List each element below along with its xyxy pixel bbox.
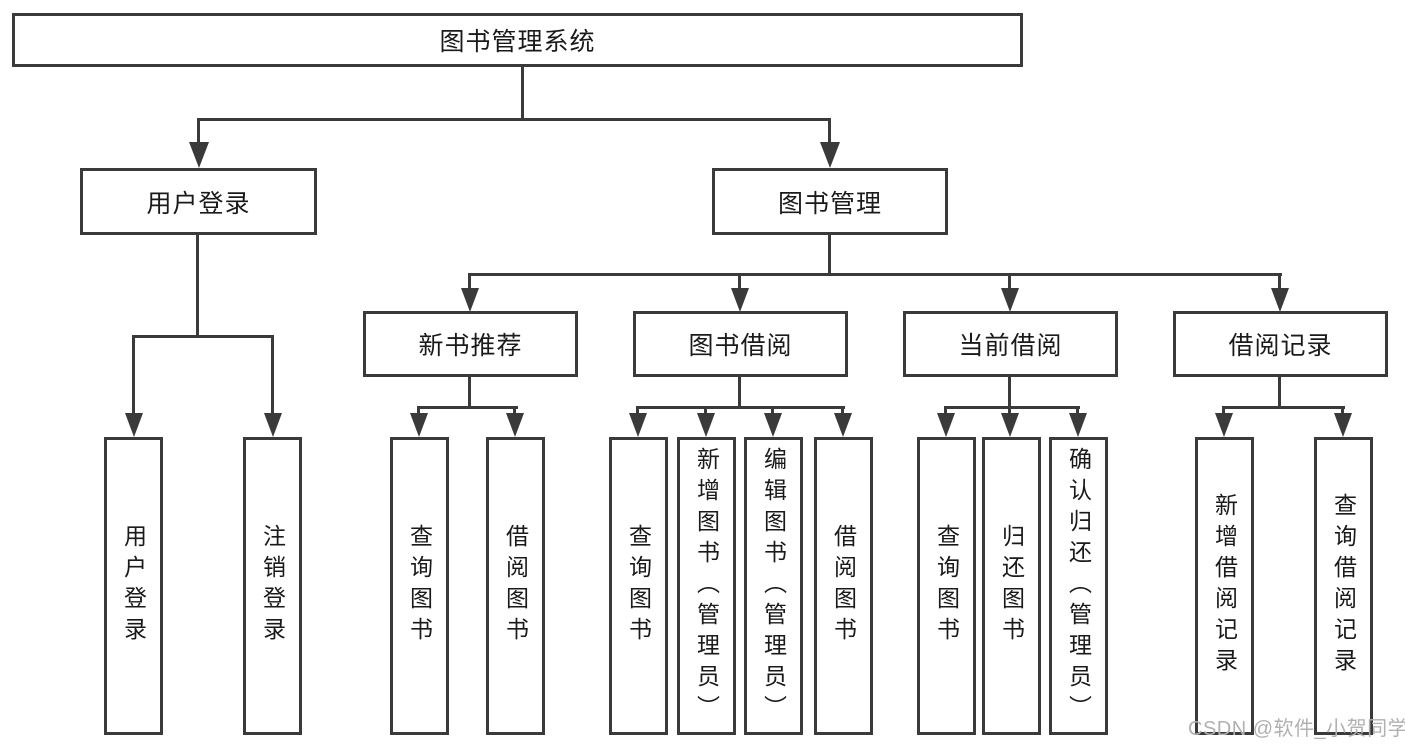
leaf-label: 借阅图书 (502, 524, 529, 648)
connector-drop (1076, 406, 1079, 416)
connector-book-management-stub (828, 234, 831, 273)
arrow-down-icon (1271, 288, 1289, 312)
node-label: 新书推荐 (418, 332, 523, 360)
leaf-confirm-return-admin: 确认归还（管理员） (1049, 437, 1108, 735)
connector-root-branch (197, 118, 831, 121)
node-current-borrowing: 当前借阅 (903, 311, 1118, 377)
arrow-down-icon (410, 413, 428, 437)
connector-new-book-recommend-stub (468, 376, 471, 406)
connector-drop (1008, 406, 1011, 416)
connector-book-borrowing-branch (636, 406, 845, 409)
leaf-query-books-1: 查询图书 (390, 437, 449, 735)
node-book-borrowing: 图书借阅 (633, 311, 848, 377)
connector-drop (771, 406, 774, 416)
arrow-down-icon (820, 142, 840, 168)
connector-user-login-stub (196, 234, 199, 335)
leaf-logout-login: 注销登录 (243, 437, 302, 735)
node-label: 图书借阅 (688, 332, 793, 360)
leaf-user-login: 用户登录 (104, 437, 163, 735)
leaf-add-borrow-record: 新增借阅记录 (1195, 437, 1254, 735)
connector-drop (704, 406, 707, 416)
leaf-label: 新增图书（管理员） (693, 446, 720, 726)
arrow-down-icon (1001, 413, 1019, 437)
connector-drop-borrow-records (1278, 273, 1281, 291)
connector-drop-book-management (828, 118, 831, 147)
connector-drop (1222, 406, 1225, 416)
node-user-login: 用户登录 (80, 168, 317, 235)
arrow-down-icon (731, 288, 749, 312)
arrow-down-icon (264, 413, 282, 437)
leaf-label: 确认归还（管理员） (1065, 446, 1092, 726)
connector-drop (513, 406, 516, 416)
node-label: 当前借阅 (958, 332, 1063, 360)
connector-drop-book-borrowing (738, 273, 741, 291)
arrow-down-icon (764, 413, 782, 437)
connector-drop-user-login (197, 118, 200, 147)
connector-drop (1341, 406, 1344, 416)
arrow-down-icon (834, 413, 852, 437)
connector-drop-leaf-user-login (132, 335, 135, 415)
connector-drop (636, 406, 639, 416)
arrow-down-icon (697, 413, 715, 437)
node-label: 图书管理 (777, 189, 882, 218)
connector-drop (417, 406, 420, 416)
leaf-return-books: 归还图书 (982, 437, 1041, 735)
node-library-management-system: 图书管理系统 (12, 13, 1023, 67)
connector-book-borrowing-stub (738, 376, 741, 406)
node-new-book-recommend: 新书推荐 (363, 311, 578, 377)
connector-current-borrowing-branch (944, 406, 1080, 409)
connector-book-management-branch (468, 273, 1282, 276)
arrow-down-icon (1069, 413, 1087, 437)
leaf-query-books-3: 查询图书 (917, 437, 976, 735)
connector-root-stub (521, 66, 524, 118)
leaf-label: 注销登录 (259, 524, 286, 648)
arrow-down-icon (189, 142, 209, 168)
leaf-label: 查询图书 (625, 524, 652, 648)
node-label: 用户登录 (146, 189, 251, 218)
arrow-down-icon (506, 413, 524, 437)
arrow-down-icon (629, 413, 647, 437)
leaf-borrow-books-2: 借阅图书 (814, 437, 873, 735)
leaf-query-books-2: 查询图书 (609, 437, 668, 735)
leaf-add-books-admin: 新增图书（管理员） (677, 437, 736, 735)
leaf-label: 归还图书 (998, 524, 1025, 648)
leaf-label: 用户登录 (120, 524, 147, 648)
node-label: 借阅记录 (1228, 332, 1333, 360)
leaf-label: 新增借阅记录 (1211, 493, 1238, 679)
node-label: 图书管理系统 (439, 28, 596, 56)
leaf-label: 编辑图书（管理员） (760, 446, 787, 726)
arrow-down-icon (125, 413, 143, 437)
leaf-label: 查询借阅记录 (1330, 493, 1357, 679)
arrow-down-icon (1334, 413, 1352, 437)
node-book-management: 图书管理 (712, 168, 948, 235)
leaf-borrow-books-1: 借阅图书 (486, 437, 545, 735)
arrow-down-icon (1001, 288, 1019, 312)
leaf-edit-books-admin: 编辑图书（管理员） (744, 437, 803, 735)
connector-drop-new-book-recommend (468, 273, 471, 291)
connector-drop (841, 406, 844, 416)
leaf-label: 借阅图书 (830, 524, 857, 648)
connector-drop-current-borrowing (1008, 273, 1011, 291)
connector-borrow-records-stub (1278, 376, 1281, 406)
csdn-watermark: CSDN @软件_小贺同学 (1188, 718, 1405, 740)
connector-current-borrowing-stub (1008, 376, 1011, 406)
leaf-label: 查询图书 (933, 524, 960, 648)
connector-new-book-recommend-branch (417, 406, 518, 409)
connector-borrow-records-branch (1222, 406, 1345, 409)
arrow-down-icon (461, 288, 479, 312)
node-borrow-records: 借阅记录 (1173, 311, 1388, 377)
connector-drop-leaf-logout (271, 335, 274, 415)
arrow-down-icon (1215, 413, 1233, 437)
arrow-down-icon (937, 413, 955, 437)
connector-drop (944, 406, 947, 416)
leaf-label: 查询图书 (406, 524, 433, 648)
connector-user-login-branch (132, 335, 274, 338)
leaf-query-borrow-record: 查询借阅记录 (1314, 437, 1373, 735)
